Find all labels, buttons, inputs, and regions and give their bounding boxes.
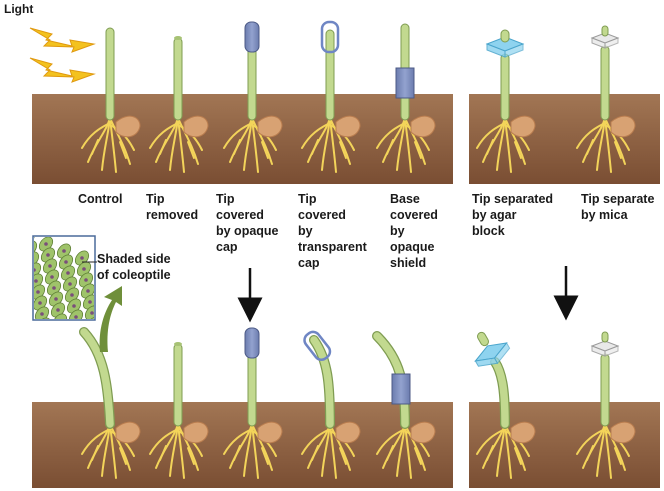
plant-before-2: [149, 36, 209, 173]
seed: [610, 421, 636, 444]
seed: [183, 421, 209, 444]
coleoptile: [600, 45, 610, 121]
seed: [115, 115, 141, 138]
zoom-curve-arrow-icon: [99, 286, 122, 352]
condition-label-line: by mica: [581, 208, 629, 222]
transparent-cap: [320, 20, 340, 54]
condition-label-line: Tip separate: [581, 192, 654, 206]
condition-label-line: opaque: [390, 240, 434, 254]
seed: [335, 115, 361, 138]
condition-label-line: covered: [298, 208, 346, 222]
plant-after-4: [301, 330, 361, 479]
condition-label-line: removed: [146, 208, 198, 222]
mica-sheet: [590, 32, 620, 49]
condition-label-line: shield: [390, 256, 426, 270]
coleoptile: [173, 37, 183, 121]
opaque-cap: [244, 21, 260, 53]
plant-before-3: [223, 21, 283, 173]
light-label: Light: [4, 2, 33, 16]
coleoptile: [173, 343, 183, 427]
condition-label-line: transparent: [298, 240, 368, 254]
seed: [510, 115, 536, 138]
roots: [576, 423, 630, 479]
plant-before-4: [301, 20, 361, 173]
seed: [510, 421, 536, 444]
condition-label-6: Tip separated by agar block: [472, 192, 553, 238]
transparent-cap: [303, 330, 332, 361]
plant-after-2: [149, 342, 209, 479]
condition-label-line: Base: [390, 192, 420, 206]
roots: [149, 117, 203, 173]
light-arrow-lower-icon: [29, 57, 96, 83]
seed: [183, 115, 209, 138]
mica-sheet: [590, 340, 620, 357]
light-arrow-upper-icon: [29, 27, 96, 53]
condition-label-line: by: [298, 224, 313, 238]
condition-label-7: Tip separate by mica: [581, 192, 654, 222]
condition-label-line: Tip separated: [472, 192, 553, 206]
inset-label-line-2: of coleoptile: [97, 268, 171, 282]
plant-after-3: [223, 327, 283, 479]
inset-label-line-1: Shaded side: [97, 252, 171, 266]
plant-before-1: [81, 27, 141, 173]
plants-after: [79, 327, 636, 479]
condition-label-line: by: [390, 224, 405, 238]
roots: [149, 423, 203, 479]
plants-before: [81, 20, 636, 173]
condition-label-line: Tip: [146, 192, 165, 206]
plant-after-7: [576, 331, 636, 479]
condition-label-line: block: [472, 224, 505, 238]
condition-label-line: Control: [78, 192, 122, 206]
light-arrows: [29, 27, 96, 83]
agar-block: [474, 342, 511, 367]
seed: [410, 115, 436, 138]
condition-label-line: cap: [298, 256, 320, 270]
opaque-cap: [244, 327, 260, 359]
agar-block: [485, 36, 525, 58]
condition-label-1: Control: [78, 192, 122, 206]
roots: [81, 423, 135, 479]
condition-label-line: covered: [216, 208, 264, 222]
plant-before-7: [576, 25, 636, 173]
plant-after-5: [372, 331, 436, 479]
opaque-shield: [391, 373, 411, 405]
coleoptile: [500, 53, 510, 121]
plant-after-1: [79, 327, 141, 479]
seed: [257, 421, 283, 444]
condition-label-5: Base covered by opaque shield: [390, 192, 438, 270]
condition-label-line: cap: [216, 240, 238, 254]
condition-label-line: by opaque: [216, 224, 279, 238]
coleoptile: [600, 353, 610, 427]
condition-label-2: Tip removed: [146, 192, 198, 222]
plant-before-6: [476, 29, 536, 173]
condition-label-line: Tip: [216, 192, 235, 206]
condition-label-line: covered: [390, 208, 438, 222]
coleoptile-cell-inset: [32, 235, 97, 321]
condition-label-line: Tip: [298, 192, 317, 206]
condition-label-3: Tip covered by opaque cap: [216, 192, 279, 254]
plant-after-6: [474, 331, 536, 479]
roots: [223, 423, 277, 479]
seed: [257, 115, 283, 138]
condition-label-4: Tip covered by transparent cap: [298, 192, 368, 270]
roots: [576, 117, 630, 173]
coleoptile: [105, 27, 115, 121]
coleoptile: [247, 353, 257, 427]
seed: [610, 115, 636, 138]
opaque-shield: [395, 67, 415, 99]
plant-before-5: [376, 23, 436, 173]
seed: [335, 421, 361, 444]
coleoptile: [325, 29, 335, 121]
condition-label-line: by agar: [472, 208, 517, 222]
seed: [115, 421, 141, 444]
seed: [410, 421, 436, 444]
